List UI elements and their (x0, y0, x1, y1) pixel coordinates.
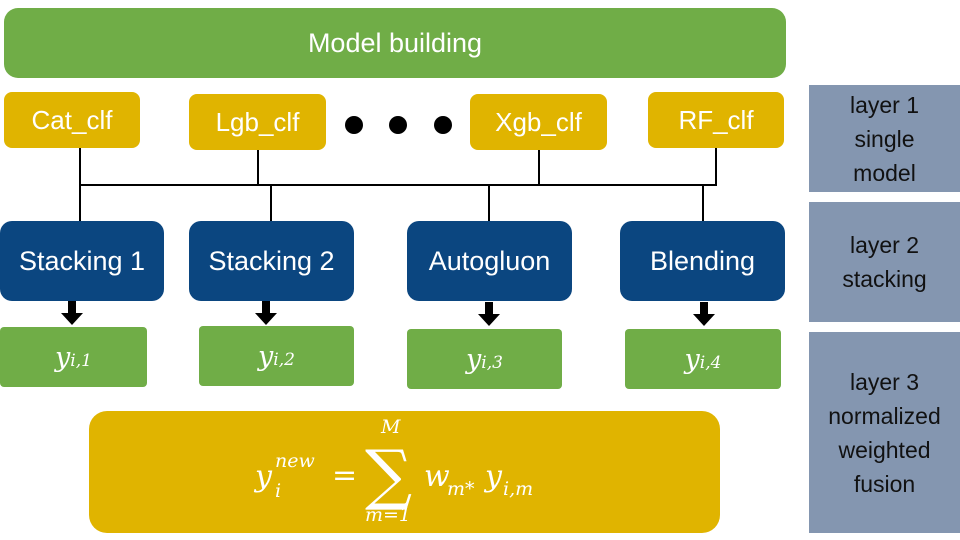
layer-label-2: layer 2 stacking (809, 202, 960, 322)
ensemble-stacking-2: Stacking 2 (189, 221, 354, 301)
classifier-rf: RF_clf (648, 92, 784, 148)
formula-w-var: w (424, 459, 450, 494)
ensemble-blending: Blending (620, 221, 785, 301)
connector-lgb (257, 150, 259, 186)
formula-y-var: y (483, 459, 503, 494)
connector-autogluon (488, 184, 490, 222)
connector-stacking2 (270, 184, 272, 222)
output-sub: i,2 (273, 350, 295, 370)
formula-lhs-sub: i (275, 480, 281, 502)
formula-y-sub: i,m (503, 478, 533, 500)
ellipsis-dot-1 (345, 116, 363, 134)
classifier-lgb: Lgb_clf (189, 94, 326, 150)
classifier-cat: Cat_clf (4, 92, 140, 148)
connector-bus (79, 184, 717, 186)
output-sub: i,4 (699, 353, 722, 373)
formula-sum-upper: M (380, 416, 401, 438)
ellipsis-dot-2 (389, 116, 407, 134)
down-arrow-icon (693, 302, 715, 326)
classifier-xgb: Xgb_clf (470, 94, 607, 150)
ensemble-stacking-1: Stacking 1 (0, 221, 164, 301)
layer-label-1: layer 1 single model (809, 85, 960, 192)
formula-lhs-sup: new (275, 450, 315, 472)
formula-sigma: ∑ (365, 436, 412, 513)
formula-w-sub: m* (447, 478, 475, 500)
output-sub: i,3 (481, 353, 503, 373)
output-var: y (684, 343, 700, 375)
connector-xgb (538, 150, 540, 186)
ellipsis-dot-3 (434, 116, 452, 134)
model-building-banner: Model building (4, 8, 786, 78)
fusion-formula: y i new = M ∑ m=1 w m* y i,m (253, 416, 533, 526)
output-var: y (55, 341, 71, 373)
down-arrow-icon (255, 301, 277, 325)
down-arrow-icon (61, 301, 83, 325)
output-var: y (258, 340, 274, 372)
formula-lhs-var: y (253, 459, 273, 494)
down-arrow-icon (478, 302, 500, 326)
formula-sum-lower: m=1 (365, 504, 411, 526)
layer-label-3: layer 3 normalized weighted fusion (809, 332, 960, 533)
fusion-formula-box: y i new = M ∑ m=1 w m* y i,m (89, 411, 720, 533)
ensemble-autogluon: Autogluon (407, 221, 572, 301)
output-var: y (466, 343, 482, 375)
output-sub: i,1 (70, 351, 92, 371)
formula-equals: = (332, 458, 357, 493)
connector-blending (702, 184, 704, 222)
connector-rf (715, 148, 717, 186)
